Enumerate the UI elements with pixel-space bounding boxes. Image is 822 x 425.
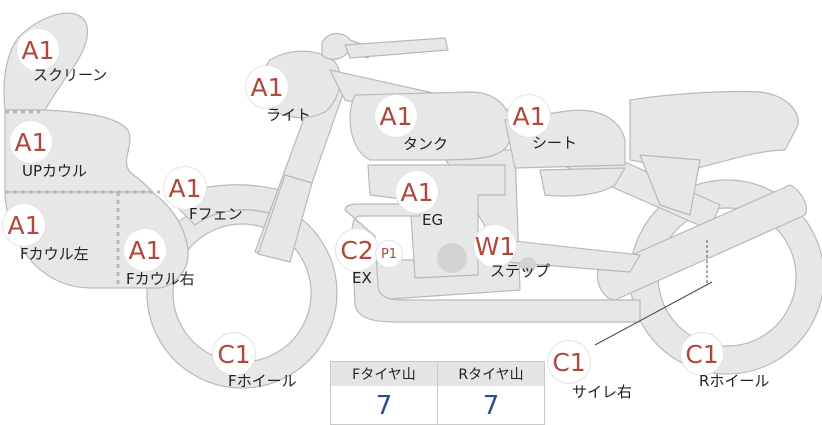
f-wheel-grade-badge: C1	[213, 333, 255, 375]
light-label: ライト	[266, 106, 312, 124]
silencer-right-grade-badge: C1	[548, 341, 590, 383]
tire-tread-table: Fタイヤ山 Rタイヤ山 7 7	[330, 361, 545, 425]
r-wheel-label: Rホイール	[699, 372, 770, 390]
f-cowl-right-label: Fカウル右	[126, 270, 195, 288]
step-grade-badge: W1	[474, 225, 516, 267]
f-cowl-left-label: Fカウル左	[20, 245, 89, 263]
engine-label: EG	[422, 211, 444, 229]
rear-tread-header: Rタイヤ山	[438, 362, 544, 386]
tail-shape	[629, 90, 799, 171]
exhaust-label: EX	[352, 269, 372, 287]
f-fender-label: Fフェン	[189, 205, 243, 223]
r-wheel-grade-badge: C1	[681, 333, 723, 375]
f-cowl-left-grade-badge: A1	[3, 204, 45, 246]
exhaust-grade-badge: C2	[336, 229, 378, 271]
exhaust-shape	[344, 203, 641, 323]
exhaust-sub-grade-badge: P1	[376, 241, 402, 267]
light-grade-badge: A1	[246, 66, 288, 108]
screen-grade-badge: A1	[17, 29, 59, 71]
up-cowl-grade-badge: A1	[10, 121, 52, 163]
silencer-right-label: サイレ右	[572, 383, 633, 401]
front-tread-header: Fタイヤ山	[331, 362, 437, 386]
f-wheel-label: Fホイール	[228, 372, 297, 390]
rear-tread-value: 7	[482, 390, 500, 421]
up-cowl-label: UPカウル	[22, 162, 88, 180]
seat-label: シート	[532, 134, 578, 152]
tank-label: タンク	[403, 135, 449, 153]
step-label: ステップ	[490, 262, 551, 280]
tank-grade-badge: A1	[375, 95, 417, 137]
tread-divider	[437, 362, 438, 424]
front-tread-value: 7	[375, 390, 393, 421]
seat-grade-badge: A1	[508, 95, 550, 137]
silencer-shape	[596, 184, 807, 301]
screen-label: スクリーン	[33, 66, 108, 84]
engine-grade-badge: A1	[396, 171, 438, 213]
f-cowl-right-grade-badge: A1	[124, 229, 166, 271]
f-fender-grade-badge: A1	[164, 167, 206, 209]
